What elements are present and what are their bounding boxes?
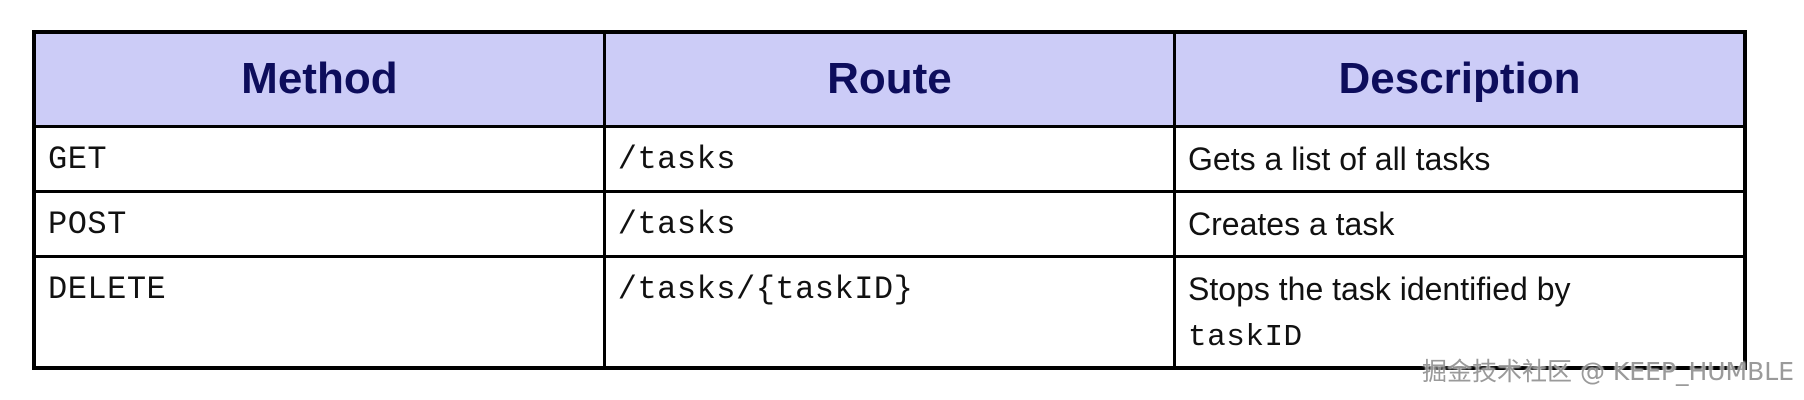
table-header-row: Method Route Description <box>32 30 1747 128</box>
header-method: Method <box>32 30 606 128</box>
method-cell: DELETE <box>32 254 606 370</box>
route-cell: /tasks <box>602 189 1177 258</box>
table-row: GET /tasks Gets a list of all tasks <box>32 124 1747 193</box>
description-cell: Stops the task identified by taskID <box>1173 254 1747 370</box>
description-text: Stops the task identified by <box>1188 270 1571 307</box>
route-cell: /tasks <box>602 124 1177 193</box>
description-text: Creates a task <box>1188 205 1395 242</box>
description-code: taskID <box>1188 319 1303 355</box>
method-cell: POST <box>32 189 606 258</box>
route-cell: /tasks/{taskID} <box>602 254 1177 370</box>
description-text: Gets a list of all tasks <box>1188 140 1491 177</box>
table-row: DELETE /tasks/{taskID} Stops the task id… <box>32 254 1747 370</box>
header-route: Route <box>602 30 1177 128</box>
watermark: 掘金技术社区 @ KEEP_HUMBLE <box>1422 357 1794 386</box>
method-cell: GET <box>32 124 606 193</box>
description-cell: Creates a task <box>1173 189 1747 258</box>
table-row: POST /tasks Creates a task <box>32 189 1747 258</box>
api-routes-table: Method Route Description GET /tasks Gets… <box>32 30 1747 370</box>
header-description: Description <box>1173 30 1747 128</box>
description-cell: Gets a list of all tasks <box>1173 124 1747 193</box>
